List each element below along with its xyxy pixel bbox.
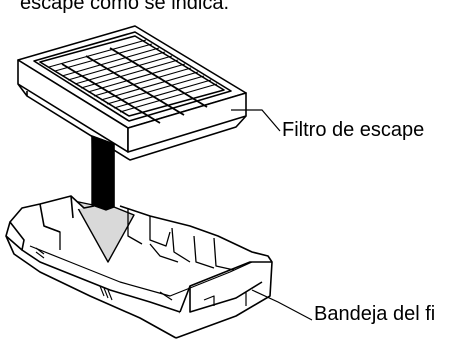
exhaust-filter xyxy=(17,25,247,161)
exhaust-filter-label: Filtro de escape xyxy=(282,119,425,141)
instruction-text-fragment: escape como se indica. xyxy=(20,0,230,14)
insert-arrow xyxy=(73,135,135,263)
filter-tray-label: Bandeja del fi xyxy=(314,303,436,325)
tray-grip xyxy=(35,247,113,301)
filter-pleats xyxy=(48,39,218,124)
leader-line-tray xyxy=(251,289,313,321)
leader-line-filter xyxy=(231,109,281,132)
filter-tray xyxy=(5,195,273,339)
